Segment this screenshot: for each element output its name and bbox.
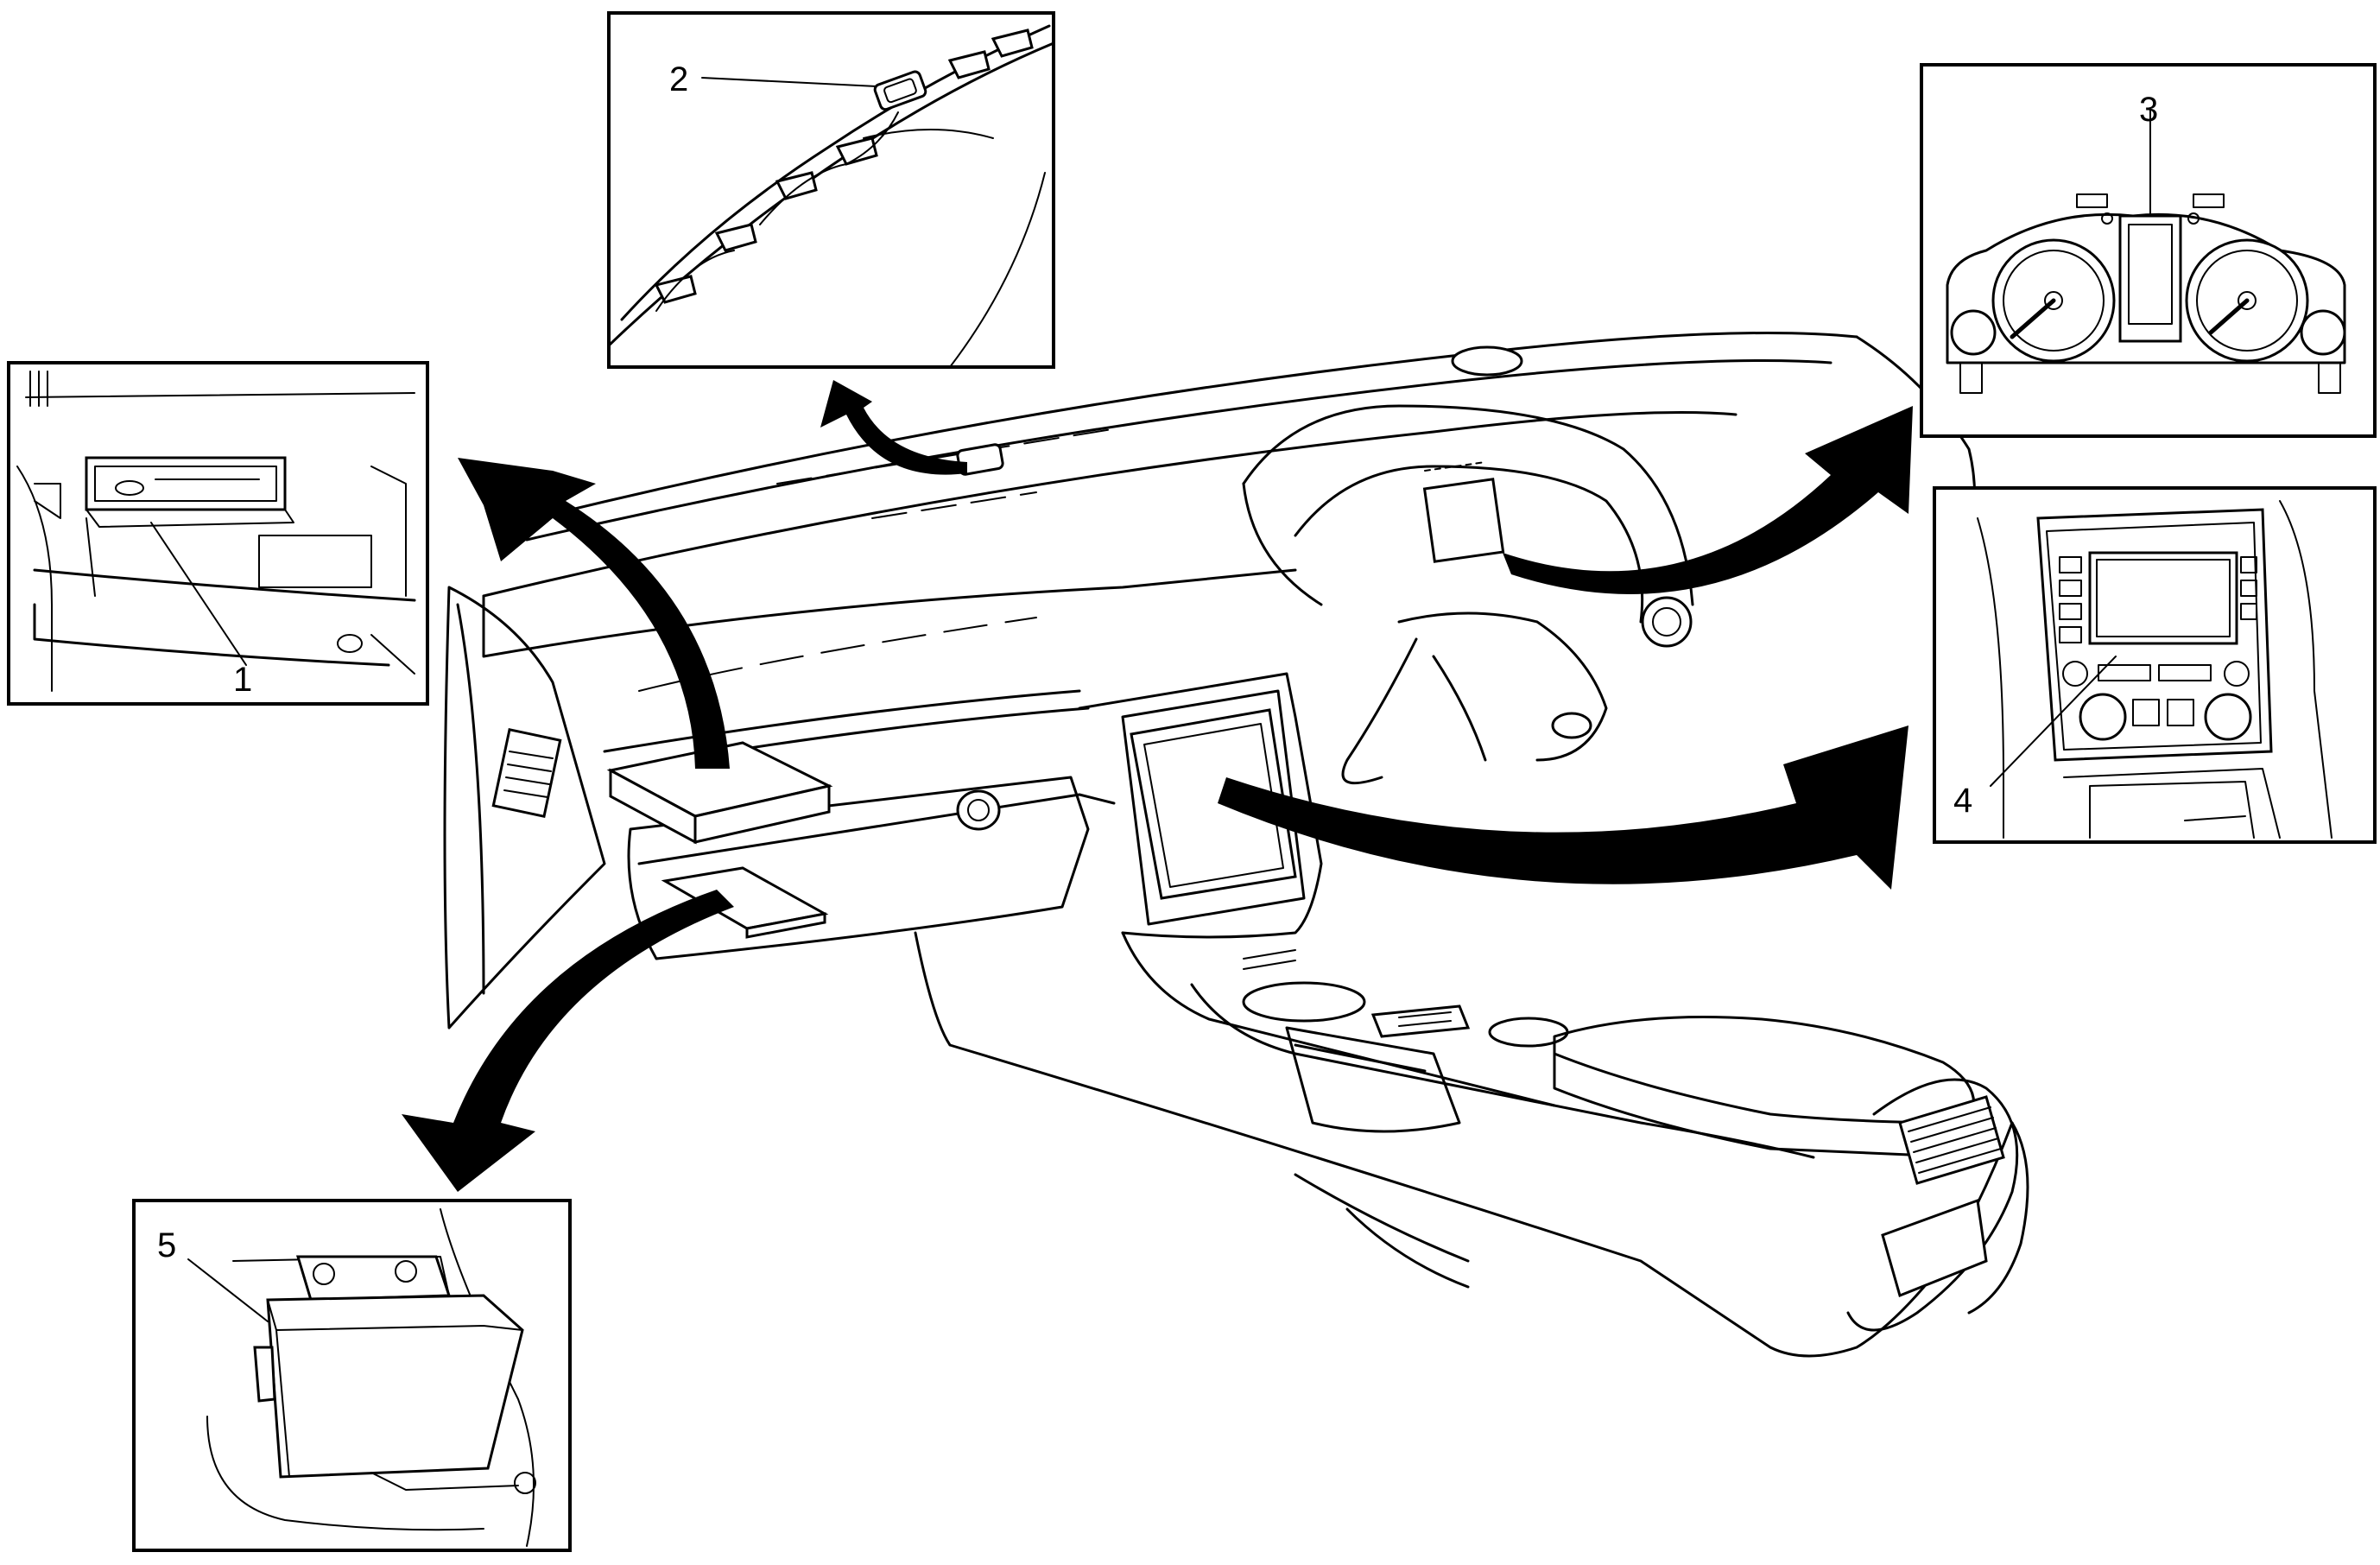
detail-box-5: 5 [132,1199,572,1552]
detail-box-4: 4 [1933,486,2377,844]
callout-label-2: 2 [669,60,688,98]
under-dash-module-indicator [661,866,829,939]
pointer-arrows [402,380,1913,1192]
detail-box-1: 1 [7,361,429,706]
detail-box-3: 3 [1920,63,2377,438]
left-vent [491,727,562,819]
module-5 [253,1255,536,1494]
dashboard-illustration [443,332,2029,1358]
rear-vent [1846,1078,2019,1332]
roof-clips [654,29,1034,304]
center-display [1130,708,1297,900]
callout-label-3: 3 [2139,91,2158,129]
callout-label-5: 5 [157,1226,176,1264]
callout-label-4: 4 [1953,782,1972,820]
sensor-2 [873,70,927,111]
callout-label-1: 1 [233,661,252,699]
body-control-module-indicator [606,741,833,845]
detail-box-2: 2 [607,11,1055,369]
module-1 [85,456,294,528]
